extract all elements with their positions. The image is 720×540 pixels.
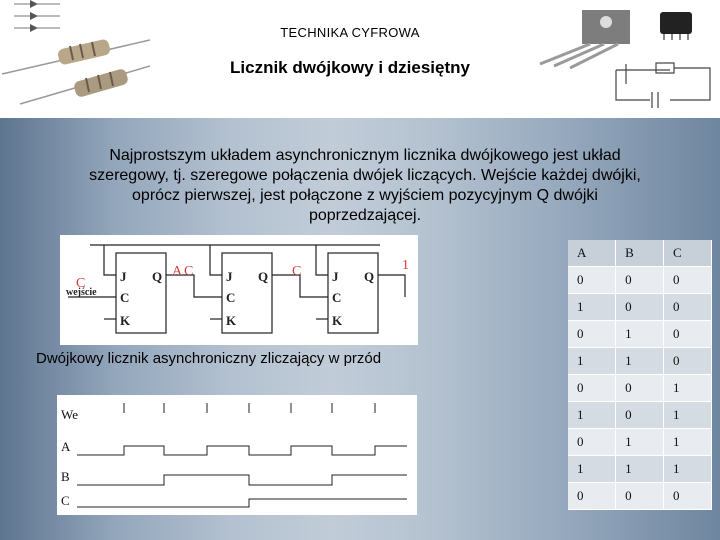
pin-label-c: C: [120, 290, 129, 305]
slide-header: TECHNIKA CYFROWA Licznik dwójkowy i dzie…: [0, 0, 720, 118]
truth-table-cell: 0: [568, 482, 617, 510]
slide-title: TECHNIKA CYFROWA: [280, 25, 420, 40]
truth-table-cell: 1: [663, 374, 712, 402]
signal-label-we: We: [61, 407, 78, 422]
truth-table-cell: 1: [615, 320, 665, 348]
flip-flop-3: [327, 252, 379, 334]
truth-table-header-cell: C: [663, 240, 712, 267]
circuit-diagram: J C K Q J C K Q J C K Q wejście C A C C …: [60, 235, 418, 345]
truth-table-cell: 0: [663, 266, 712, 294]
pin-label-q: Q: [364, 269, 374, 284]
truth-table-cell: 1: [568, 455, 617, 483]
truth-table-header-cell: B: [615, 240, 665, 267]
timing-diagram: We A B C: [57, 395, 417, 515]
slide-subtitle: Licznik dwójkowy i dziesiętny: [230, 58, 470, 77]
truth-table-cell: 0: [663, 482, 712, 510]
waveform-b: [77, 474, 407, 486]
signal-label-c: C: [61, 493, 70, 508]
waveform-a: [77, 445, 407, 456]
truth-table-cell: 0: [615, 374, 665, 402]
pin-label-q: Q: [258, 269, 268, 284]
pin-label-j: J: [120, 269, 127, 284]
truth-table-cell: 1: [615, 347, 665, 375]
truth-table-header-cell: A: [568, 240, 617, 267]
pin-label-j: J: [332, 269, 339, 284]
flip-flop-1: [115, 252, 167, 334]
circuit-caption: Dwójkowy licznik asynchroniczny zliczają…: [36, 350, 382, 367]
input-label: wejście: [66, 287, 97, 298]
truth-table-cell: 0: [663, 320, 712, 348]
components-photo-right: [539, 10, 711, 108]
signal-label-b: B: [61, 469, 70, 484]
truth-table-cell: 0: [663, 347, 712, 375]
pin-label-c: C: [332, 290, 341, 305]
pin-label-k: K: [226, 313, 237, 328]
components-photo-left: [1, 0, 150, 105]
pin-label-q: Q: [152, 269, 162, 284]
signal-label-a: A: [61, 439, 71, 454]
truth-table-cell: 0: [615, 401, 665, 429]
truth-table-cell: 1: [568, 401, 617, 429]
truth-table-cell: 1: [663, 455, 712, 483]
truth-table-cell: 1: [663, 428, 712, 456]
truth-table-cell: 0: [615, 293, 665, 321]
handwritten-label-1: 1: [402, 258, 409, 273]
truth-table-cell: 0: [568, 428, 617, 456]
handwritten-label-c2: C: [184, 264, 193, 279]
handwritten-label-c3: C: [292, 264, 301, 279]
flip-flop-2: [221, 252, 273, 334]
truth-table-cell: 0: [568, 320, 617, 348]
truth-table-cell: 1: [615, 428, 665, 456]
truth-table-cell: 0: [615, 266, 665, 294]
pin-label-k: K: [332, 313, 343, 328]
pin-label-k: K: [120, 313, 131, 328]
handwritten-label-c1: C: [76, 276, 85, 291]
truth-table-cell: 1: [663, 401, 712, 429]
truth-table-cell: 1: [568, 347, 617, 375]
truth-table-cell: 1: [615, 455, 665, 483]
truth-table-cell: 1: [568, 293, 617, 321]
pin-label-c: C: [226, 290, 235, 305]
truth-table-cell: 0: [663, 293, 712, 321]
truth-table-cell: 0: [568, 374, 617, 402]
truth-table-cell: 0: [615, 482, 665, 510]
handwritten-label-a: A: [172, 264, 183, 279]
waveform-c: [77, 498, 407, 508]
pin-label-j: J: [226, 269, 233, 284]
intro-paragraph: Najprostszym układem asynchronicznym lic…: [89, 147, 641, 224]
truth-table-cell: 0: [568, 266, 617, 294]
